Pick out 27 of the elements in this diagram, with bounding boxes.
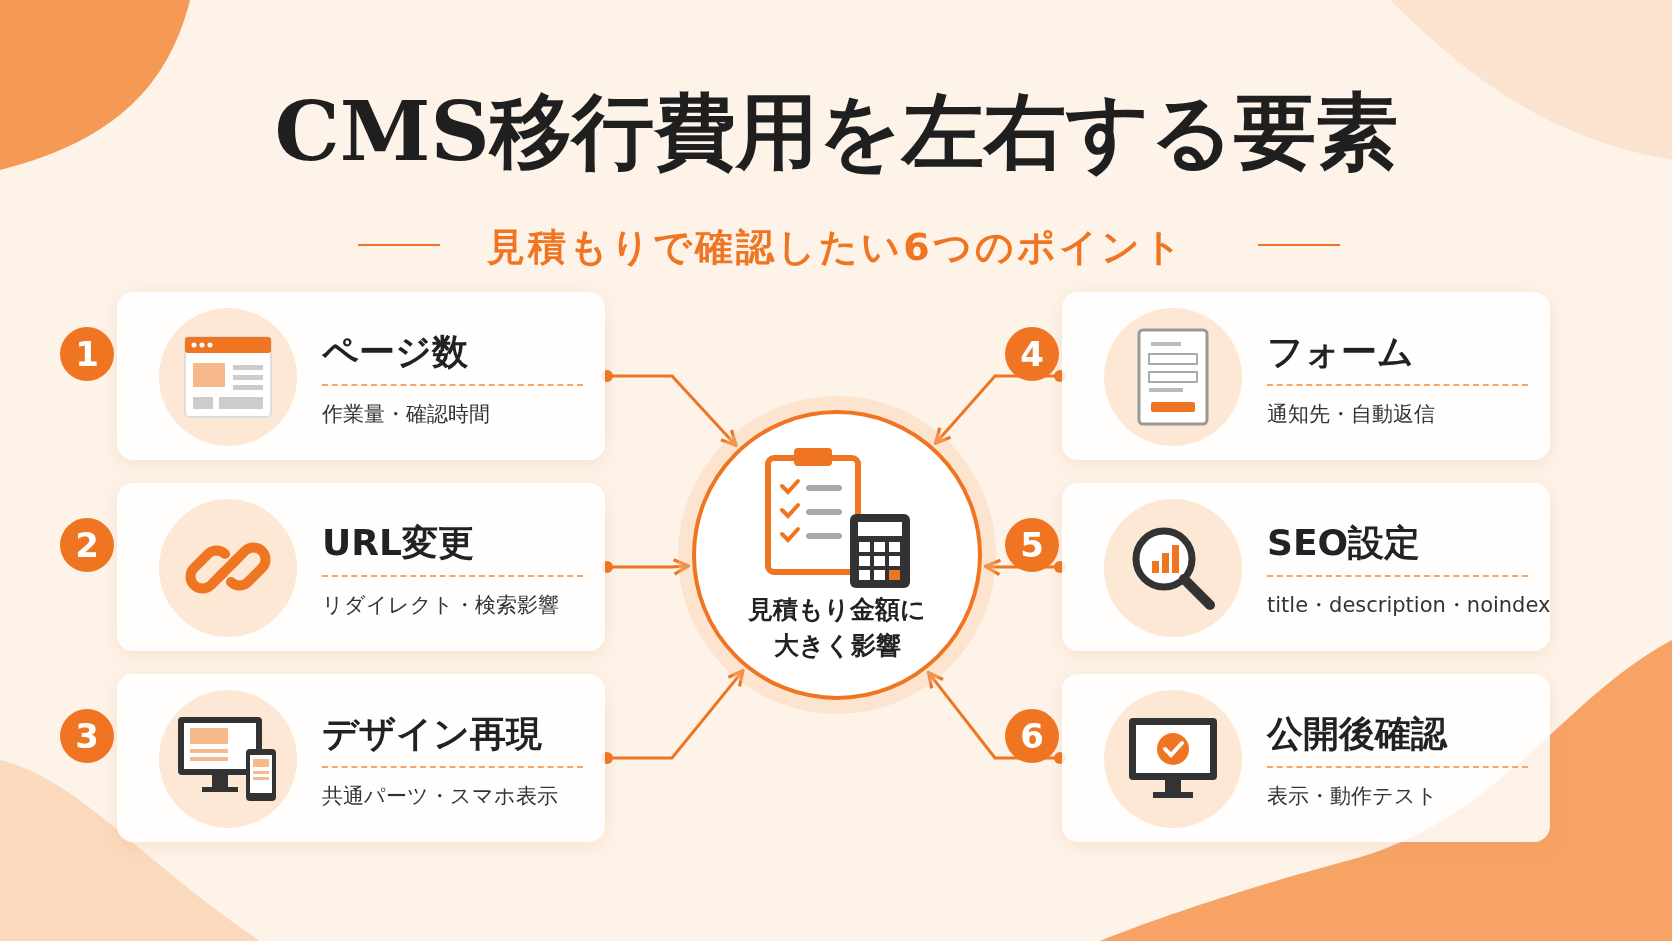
card-detail: title・description・noindex: [1267, 592, 1551, 619]
card-heading: フォーム: [1267, 330, 1414, 374]
number-badge: 2: [60, 518, 114, 572]
result-text: 見積もり金額に大きく影響: [747, 594, 927, 663]
card-detail: 共通パーツ・スマホ表示: [322, 783, 558, 810]
card-detail: 表示・動作テスト: [1267, 783, 1438, 810]
number-badge: 4: [1005, 327, 1059, 381]
factor-card: [1062, 483, 1550, 651]
factor-card: [1062, 674, 1550, 842]
factor-card: [1062, 292, 1550, 460]
subtitle: 見積もりで確認したい6つのポイント: [487, 224, 1185, 271]
number-badge: 6: [1005, 709, 1059, 763]
card-heading: 公開後確認: [1267, 712, 1447, 756]
card-heading: デザイン再現: [322, 712, 542, 756]
card-detail: 通知先・自動返信: [1267, 401, 1435, 428]
number-badge: 5: [1005, 518, 1059, 572]
factor-card: [117, 674, 605, 842]
number-badge: 3: [60, 709, 114, 763]
card-detail: 作業量・確認時間: [322, 401, 490, 428]
number-badge: 1: [60, 327, 114, 381]
card-detail: リダイレクト・検索影響: [322, 592, 559, 619]
title: CMS移行費用を左右する要素: [274, 82, 1398, 181]
factor-card: [117, 292, 605, 460]
card-heading: URL変更: [322, 521, 474, 565]
factor-card: [117, 483, 605, 651]
card-heading: SEO設定: [1267, 521, 1421, 565]
card-heading: ページ数: [322, 330, 468, 374]
